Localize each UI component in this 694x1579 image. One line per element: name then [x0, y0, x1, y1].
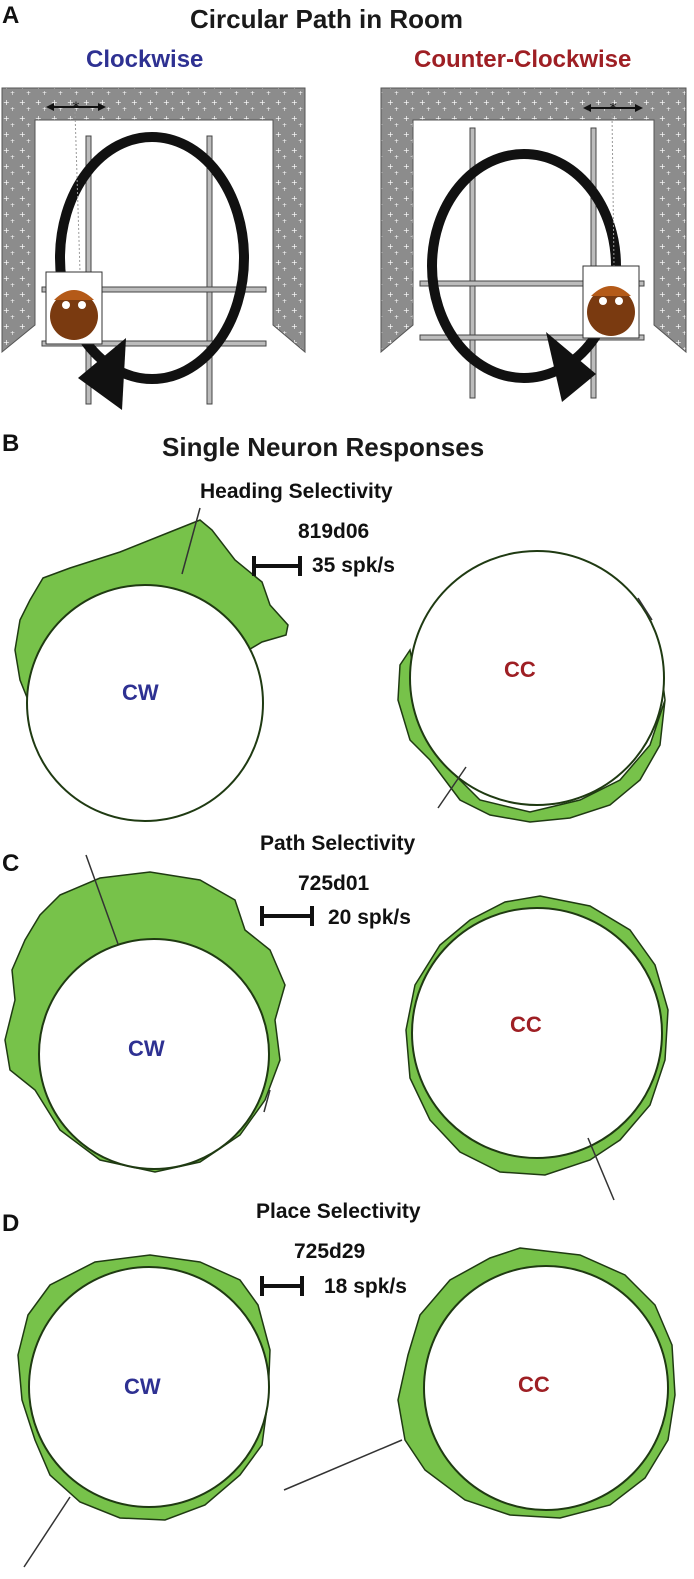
panel-d-scale-label: 18 spk/s [324, 1275, 407, 1298]
cue-arrows-clockwise: * [46, 100, 106, 273]
panel-c-scale-label: 20 spk/s [328, 906, 411, 929]
scale-bar-b [252, 556, 302, 576]
scale-bar-d [260, 1276, 304, 1296]
panel-b-letter: B [2, 430, 20, 457]
svg-text:*: * [73, 100, 80, 116]
counter-clockwise-label: Counter-Clockwise [414, 46, 632, 73]
path-response-cc [405, 895, 669, 1201]
section-title: Single Neuron Responses [162, 432, 485, 462]
clockwise-label: Clockwise [86, 46, 204, 73]
panel-a-letter: A [2, 2, 20, 29]
panel-c-cell-id: 725d01 [298, 872, 370, 895]
path-loop-clockwise [55, 132, 249, 384]
panel-c-cc-label: CC [510, 1012, 542, 1037]
heading-response-cw [14, 507, 289, 822]
place-response-cc [283, 1247, 676, 1519]
panel-b-cc-label: CC [504, 657, 536, 682]
panel-d-cell-id: 725d29 [294, 1240, 366, 1263]
panel-d-cw-label: CW [124, 1374, 161, 1399]
scale-bar-c [260, 906, 314, 926]
panel-b-scale-label: 35 spk/s [312, 554, 395, 577]
monkey-counter-clockwise [582, 265, 640, 339]
path-arrowhead-counter-clockwise [546, 332, 596, 402]
panel-b-cell-id: 819d06 [298, 520, 370, 543]
heading-response-cc [397, 550, 666, 823]
path-response-cw [4, 854, 286, 1173]
svg-text:*: * [610, 101, 617, 117]
room-wall-counter-clockwise [380, 87, 687, 354]
monkey-clockwise [45, 271, 103, 345]
room-counter-clockwise: * [380, 87, 687, 402]
panel-d-letter: D [2, 1210, 20, 1237]
panel-c-cw-label: CW [128, 1036, 165, 1061]
place-response-cw [17, 1254, 271, 1568]
panel-c-letter: C [2, 850, 20, 877]
cue-arrows-counter-clockwise: * [583, 101, 643, 267]
panel-c-title: Path Selectivity [260, 832, 416, 855]
path-arrowhead-clockwise [78, 338, 126, 410]
panel-d-title: Place Selectivity [256, 1200, 421, 1223]
panel-a-title: Circular Path in Room [190, 4, 464, 34]
room-clockwise: * [1, 87, 306, 410]
panel-b-cw-label: CW [122, 680, 159, 705]
room-wall-clockwise [1, 87, 306, 354]
panel-b-title: Heading Selectivity [200, 480, 393, 503]
room-grid-counter-clockwise [419, 127, 645, 399]
panel-d-cc-label: CC [518, 1372, 550, 1397]
room-grid-clockwise [41, 135, 267, 405]
